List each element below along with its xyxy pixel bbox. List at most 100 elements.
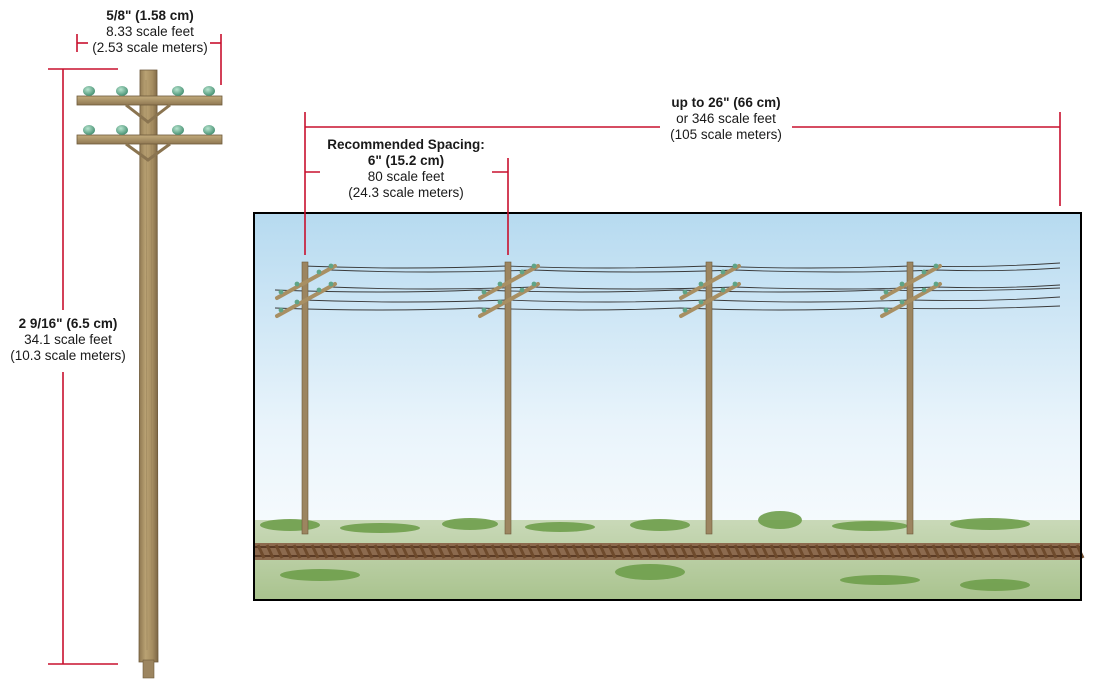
railroad-tie	[643, 544, 653, 559]
railroad-tie	[445, 544, 455, 559]
insulator-icon	[328, 281, 334, 287]
railroad-tie	[319, 544, 329, 559]
railroad-tie	[634, 544, 644, 559]
railroad-tie	[1012, 544, 1022, 559]
scene-panel	[253, 212, 1085, 601]
railroad-tie	[742, 544, 752, 559]
insulator-icon	[497, 281, 503, 287]
insulator-icon	[720, 287, 726, 293]
railroad-tie	[913, 544, 923, 559]
scene-pole	[880, 261, 942, 535]
insulator-icon	[682, 307, 688, 313]
railroad-tie	[517, 544, 527, 559]
railroad-tie	[859, 544, 869, 559]
scene-pole	[275, 261, 337, 535]
insulator-icon	[933, 263, 939, 269]
railroad-tie	[256, 544, 266, 559]
railroad-tie	[382, 544, 392, 559]
railroad-tie	[976, 544, 986, 559]
railroad-tie	[904, 544, 914, 559]
railroad-tie	[832, 544, 842, 559]
railroad-tie	[535, 544, 545, 559]
railroad-tie	[391, 544, 401, 559]
insulator-icon	[933, 281, 939, 287]
railroad-tie	[355, 544, 365, 559]
railroad-tie	[949, 544, 959, 559]
spacing-label: Recommended Spacing: 6" (15.2 cm) 80 sca…	[320, 137, 492, 201]
railroad-tie	[787, 544, 797, 559]
railroad-tie	[697, 544, 707, 559]
height-meters: (10.3 scale meters)	[10, 348, 126, 363]
span-label: up to 26" (66 cm) or 346 scale feet (105…	[662, 95, 790, 143]
railroad-tie	[1057, 544, 1067, 559]
insulator-icon	[921, 269, 927, 275]
railroad-tie	[679, 544, 689, 559]
railroad-tie	[1066, 544, 1076, 559]
railroad-tie	[751, 544, 761, 559]
insulator-icon	[83, 86, 215, 135]
railroad-tie	[526, 544, 536, 559]
insulator-icon	[294, 299, 300, 305]
railroad-tie	[481, 544, 491, 559]
span-imperial: up to 26" (66 cm)	[671, 95, 781, 110]
height-feet: 34.1 scale feet	[24, 332, 112, 347]
railroad-tie	[940, 544, 950, 559]
insulator-icon	[883, 289, 889, 295]
railroad-tie	[850, 544, 860, 559]
railroad-tie	[292, 544, 302, 559]
insulator-icon	[328, 263, 334, 269]
railroad-tie	[823, 544, 833, 559]
railroad-track	[254, 543, 1085, 560]
railroad-tie	[409, 544, 419, 559]
railroad-tie	[688, 544, 698, 559]
insulator-icon	[519, 287, 525, 293]
insulator-icon	[316, 287, 322, 293]
railroad-tie	[427, 544, 437, 559]
scene-pole	[478, 261, 540, 535]
railroad-tie	[1003, 544, 1013, 559]
railroad-tie	[994, 544, 1004, 559]
railroad-tie	[580, 544, 590, 559]
insulator-icon	[481, 289, 487, 295]
railroad-tie	[508, 544, 518, 559]
railroad-tie	[571, 544, 581, 559]
span-meters: (105 scale meters)	[670, 127, 782, 142]
scene-pole	[679, 261, 741, 535]
insulator-icon	[531, 263, 537, 269]
spacing-meters: (24.3 scale meters)	[348, 185, 464, 200]
span-feet: or 346 scale feet	[676, 111, 776, 126]
large-pole	[76, 69, 223, 679]
railroad-tie	[265, 544, 275, 559]
crossarm-size-feet: 8.33 scale feet	[106, 24, 194, 39]
railroad-tie	[958, 544, 968, 559]
railroad-tie	[931, 544, 941, 559]
insulator-icon	[294, 281, 300, 287]
railroad-tie	[616, 544, 626, 559]
railroad-tie	[1030, 544, 1040, 559]
railroad-tie	[985, 544, 995, 559]
railroad-tie	[733, 544, 743, 559]
railroad-tie	[796, 544, 806, 559]
insulator-icon	[316, 269, 322, 275]
railroad-tie	[868, 544, 878, 559]
insulator-icon	[682, 289, 688, 295]
railroad-tie	[274, 544, 284, 559]
railroad-tie	[472, 544, 482, 559]
insulator-icon	[883, 307, 889, 313]
height-label: 2 9/16" (6.5 cm) 34.1 scale feet (10.3 s…	[6, 316, 130, 364]
insulator-icon	[698, 281, 704, 287]
railroad-tie	[814, 544, 824, 559]
railroad-tie	[589, 544, 599, 559]
railroad-tie	[652, 544, 662, 559]
railroad-tie	[373, 544, 383, 559]
insulator-icon	[899, 281, 905, 287]
railroad-tie	[661, 544, 671, 559]
railroad-tie	[328, 544, 338, 559]
insulator-icon	[720, 269, 726, 275]
span-dimension	[304, 112, 1061, 206]
crossarm-size-imperial: 5/8" (1.58 cm)	[106, 8, 194, 23]
crossarm-size-meters: (2.53 scale meters)	[92, 40, 208, 55]
railroad-tie	[967, 544, 977, 559]
insulator-icon	[921, 287, 927, 293]
